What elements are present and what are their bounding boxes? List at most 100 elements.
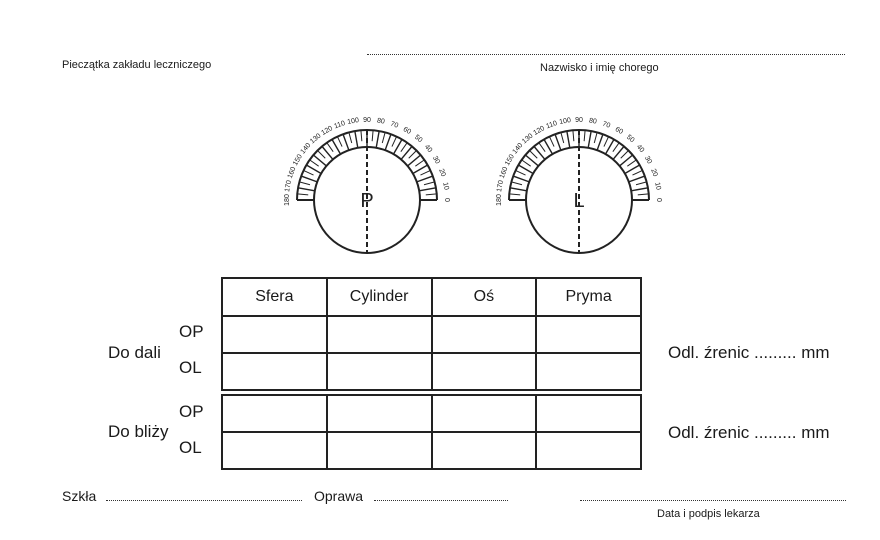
cell-axis[interactable] [430,433,536,468]
gauge-tick-label: 180 [284,194,291,206]
gauge-tick-label: 100 [347,117,360,126]
eye-letter: P [360,190,373,212]
gauge-tick-label: 90 [363,117,371,124]
gauge-tick [420,169,431,176]
near-ol-label: OL [179,438,202,457]
gauge-tick [572,130,575,142]
gauge-tick-label: 170 [284,180,293,193]
gauge-tick [348,132,353,144]
gauge-tick [632,169,643,176]
gauge-tick [604,139,615,155]
frame-line[interactable] [374,496,508,501]
eye-letter: L [573,190,584,212]
gauge-tick [300,175,318,183]
gauge-tick-label: 80 [376,117,385,125]
gauge-tick [342,133,350,151]
cell-prism[interactable] [535,354,640,389]
near-op-label: OP [179,402,204,421]
gauge-tick-label: 130 [309,132,323,145]
pd-near-field[interactable]: Odl. źrenic ......... mm [668,423,830,442]
distance-ol-label: OL [179,358,202,377]
gauge-tick-label: 50 [413,134,424,144]
gauge-tick [511,181,523,186]
doctor-signature-line[interactable] [580,496,846,501]
lenses-line[interactable] [106,496,302,501]
cell-prism[interactable] [535,317,640,352]
gauge-tick-label: 150 [292,153,304,167]
gauge-tick [331,139,342,155]
gauge-tick [596,133,604,151]
gauge-tick-label: 130 [521,132,535,145]
gauge-tick-label: 10 [441,182,449,191]
gauge-tick [336,136,343,147]
gauge-tick [407,154,422,167]
stamp-label: Pieczątka zakładu leczniczego [62,59,212,71]
gauge-tick [312,154,327,167]
table-row [223,431,640,468]
gauge-tick [624,164,640,175]
gauge-tick [297,193,309,196]
gauge-tick [524,154,539,167]
gauge-tick [309,159,319,167]
gauge-tick [408,150,417,159]
gauge-tick [326,142,334,152]
gauge-tick-label: 160 [287,166,298,179]
patient-name-line[interactable] [367,48,845,55]
gauge-tick [612,145,625,160]
gauge-tick-label: 120 [532,125,546,137]
cell-cylinder[interactable] [325,396,431,431]
cell-cylinder[interactable] [325,354,431,389]
gauge-tick [529,150,538,159]
gauge-tick [518,164,534,175]
gauge-tick [400,145,413,160]
cell-axis[interactable] [430,317,536,352]
gauge-tick [619,154,634,167]
gauge-tick-label: 30 [431,155,441,165]
gauge-tick-label: 60 [402,126,412,136]
gauge-tick [299,181,311,186]
cell-sphere[interactable] [223,317,326,352]
gauge-tick [416,175,434,183]
cell-cylinder[interactable] [325,433,431,468]
col-header-sphere: Sfera [255,288,294,305]
gauge-tick [521,159,531,167]
gauge-tick-label: 50 [625,134,636,144]
gauge-tick [560,132,565,144]
gauge-tick-label: 150 [504,153,516,167]
gauge-tick [587,130,592,148]
gauge-tick-label: 0 [443,198,450,202]
gauge-tick [627,159,637,167]
gauge-tick-label: 140 [300,142,313,156]
pd-distance-field[interactable]: Odl. źrenic ......... mm [668,343,830,362]
gauge-tick [400,142,408,152]
gauge-tick [419,187,437,192]
cell-cylinder[interactable] [325,317,431,352]
gauge-tick [415,159,425,167]
gauge-tick-label: 10 [653,182,661,191]
gauge-tick-label: 40 [635,144,645,155]
distance-op-label: OP [179,322,204,341]
gauge-tick [303,169,314,176]
gauge-tick [583,130,586,142]
gauge-tick-label: 70 [601,121,611,130]
gauge-tick [620,150,629,159]
table-row [223,317,640,352]
gauge-tick-label: 0 [655,198,662,202]
cell-sphere[interactable] [223,354,326,389]
gauge-tick [384,133,392,151]
gauge-tick [515,169,526,176]
cell-axis[interactable] [430,354,536,389]
table-row [223,352,640,389]
gauge-tick [375,130,380,148]
gauge-tick-label: 110 [545,120,558,130]
gauge-tick [628,175,646,183]
prescription-table: Sfera Cylinder Oś Pryma [221,277,642,470]
cell-sphere[interactable] [223,396,326,431]
cell-sphere[interactable] [223,433,326,468]
cell-prism[interactable] [535,396,640,431]
cell-prism[interactable] [535,433,640,468]
col-header-axis: Oś [430,279,536,315]
gauge-tick [423,181,435,186]
cell-axis[interactable] [430,396,536,431]
